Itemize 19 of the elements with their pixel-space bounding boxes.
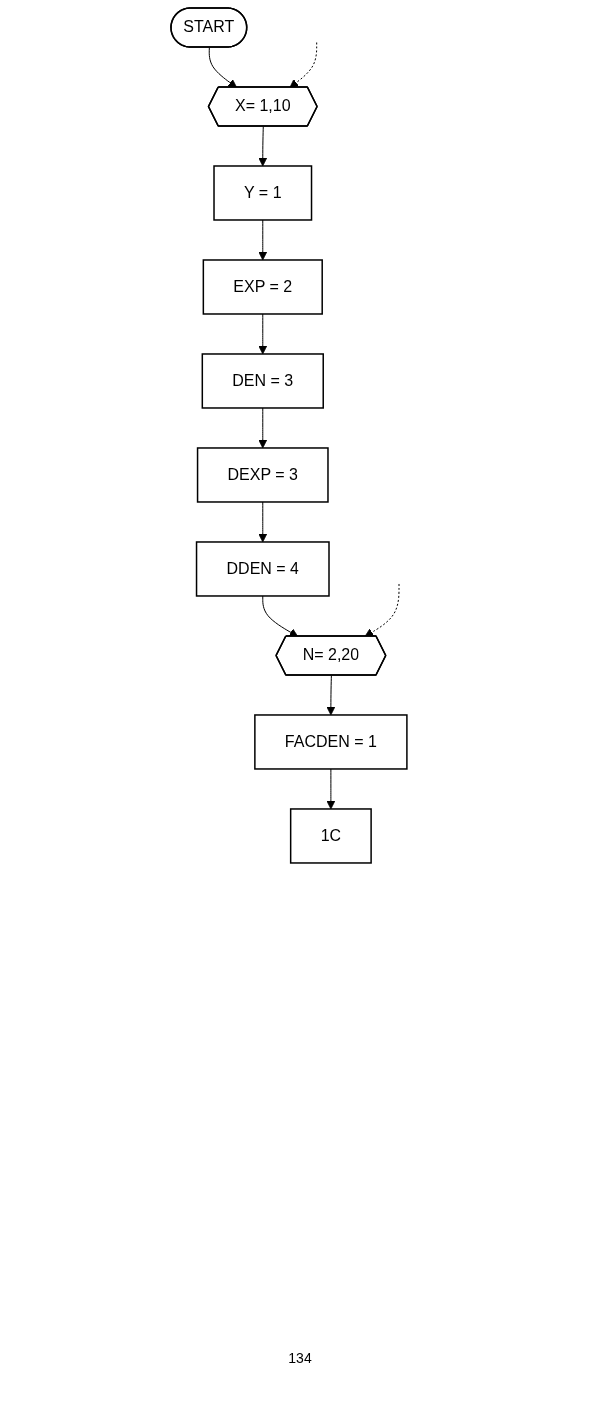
arrow — [326, 675, 336, 716]
arrow — [262, 595, 299, 637]
arrow — [258, 313, 268, 355]
node-box: DEXP = 3 — [196, 447, 329, 503]
arrow — [258, 501, 268, 543]
arrow — [208, 47, 238, 88]
node-box: DEN = 3 — [201, 353, 324, 409]
arrow — [364, 583, 400, 637]
node-box: 1C — [289, 808, 372, 864]
arrow — [258, 407, 268, 449]
node-box: EXP = 2 — [202, 259, 323, 315]
node-box: Y = 1 — [213, 165, 313, 221]
arrow — [326, 768, 336, 810]
arrow — [289, 42, 318, 88]
page-number: 134 — [288, 1350, 312, 1366]
arrow — [258, 126, 268, 167]
arrow — [258, 219, 268, 261]
node-box: FACDEN = 1 — [254, 714, 408, 770]
node-box: DDEN = 4 — [195, 541, 330, 597]
